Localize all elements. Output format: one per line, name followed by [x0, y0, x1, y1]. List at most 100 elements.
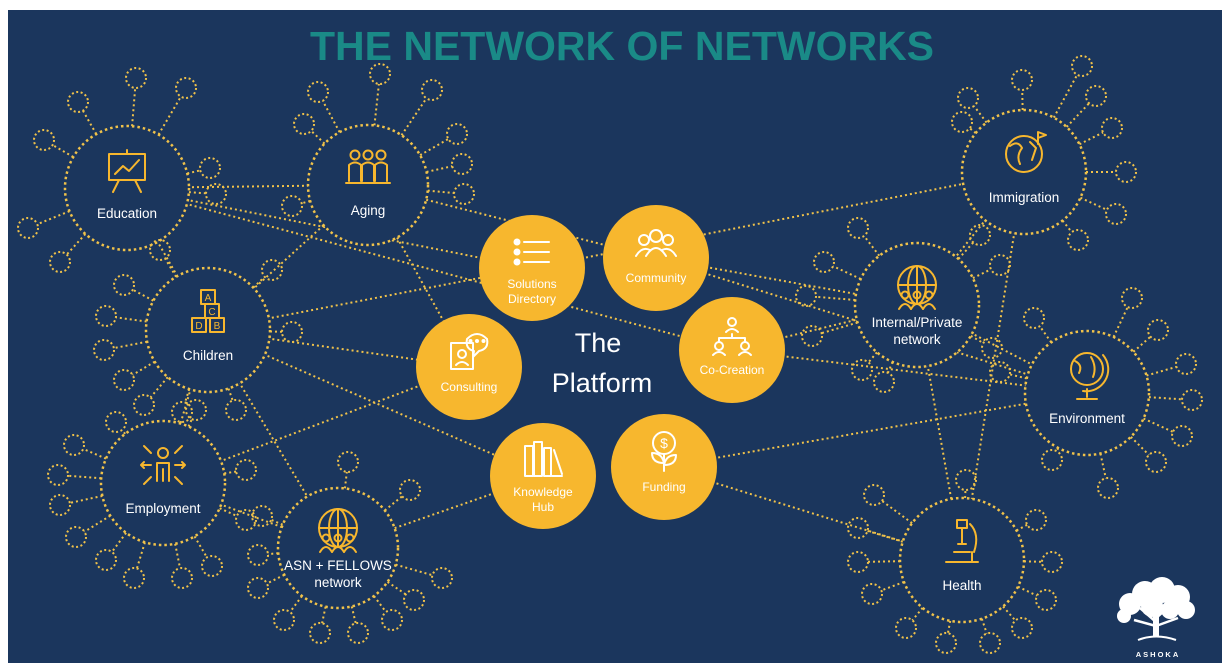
satellite-node — [1035, 589, 1057, 611]
hub-label: Health — [942, 578, 981, 593]
satellite-node — [93, 339, 115, 361]
satellite-spoke — [227, 388, 234, 401]
satellite-node — [957, 87, 979, 109]
connector-line — [531, 171, 1025, 269]
satellite-node — [225, 399, 247, 421]
satellite-spoke — [343, 471, 348, 489]
satellite-spoke — [115, 316, 147, 323]
satellite-node — [133, 394, 155, 416]
satellite-node — [873, 371, 895, 393]
satellite-node — [399, 479, 421, 501]
service-disc — [416, 314, 522, 420]
service-label: Directory — [508, 292, 556, 306]
satellite-spoke — [821, 321, 858, 335]
satellite-spoke — [83, 514, 111, 533]
globe-people-icon — [318, 508, 358, 553]
satellite-spoke — [815, 295, 856, 301]
desk-globe-icon — [1070, 352, 1110, 400]
satellite-spoke — [1017, 585, 1038, 597]
satellite-node — [381, 609, 403, 631]
service-funding: $Funding — [611, 414, 717, 520]
satellite-node — [105, 411, 127, 433]
satellite-node — [847, 217, 869, 239]
satellite-node — [1115, 161, 1137, 183]
satellite-spoke — [887, 361, 894, 374]
satellite-node — [309, 622, 331, 644]
satellite-node — [123, 567, 145, 589]
satellite-spoke — [1065, 102, 1090, 128]
satellite-spoke — [266, 573, 285, 585]
service-label: Community — [626, 271, 687, 285]
satellite-node — [235, 459, 257, 481]
satellite-node — [247, 577, 269, 599]
satellite-spoke — [188, 191, 207, 195]
satellite-node — [185, 399, 207, 421]
satellite-node — [125, 67, 147, 89]
satellite-node — [1041, 449, 1063, 471]
world-map-icon — [1005, 131, 1047, 173]
satellite-spoke — [224, 470, 237, 475]
hub-label: network — [314, 575, 362, 590]
satellite-node — [1067, 229, 1089, 251]
satellite-node — [813, 251, 835, 273]
satellite-spoke — [131, 87, 137, 127]
satellite-spoke — [132, 288, 154, 302]
hub-ring — [898, 496, 1026, 624]
satellite-node — [251, 505, 273, 527]
service-disc — [479, 215, 585, 321]
satellite-node — [235, 509, 257, 531]
satellite-spoke — [427, 189, 455, 195]
satellite-spoke — [187, 169, 201, 175]
svg-text:C: C — [208, 307, 215, 318]
satellite-spoke — [426, 165, 453, 173]
hub-ring — [144, 266, 272, 394]
person-arrows-icon — [140, 445, 186, 485]
satellite-spoke — [980, 618, 988, 634]
satellite-node — [795, 285, 817, 307]
satellite-spoke — [1061, 219, 1073, 233]
svg-text:A: A — [205, 293, 212, 304]
service-label: Funding — [642, 480, 685, 494]
satellite-spoke — [219, 507, 238, 517]
satellite-node — [453, 183, 475, 205]
connector-line — [207, 329, 470, 368]
satellite-node — [989, 361, 1011, 383]
community-people-icon — [635, 229, 677, 257]
satellite-spoke — [395, 563, 433, 577]
satellite-node — [989, 254, 1011, 276]
satellite-spoke — [1130, 436, 1150, 456]
satellite-node — [979, 632, 1001, 654]
hub-ring — [306, 123, 430, 247]
service-disc — [603, 205, 709, 311]
satellite-node — [1105, 203, 1127, 225]
satellite-spoke — [193, 535, 208, 558]
satellite-node — [1171, 425, 1193, 447]
satellite-node — [1121, 287, 1143, 309]
satellite-node — [347, 622, 369, 644]
satellite-node — [1147, 319, 1169, 341]
satellite-node — [95, 549, 117, 571]
service-consulting: Consulting — [416, 314, 522, 420]
satellite-node — [847, 517, 869, 539]
ashoka-logo: ASHOKA — [1117, 577, 1195, 659]
satellite-node — [1041, 551, 1063, 573]
satellite-spoke — [82, 110, 98, 135]
satellite-spoke — [970, 334, 984, 344]
satellite-node — [1145, 451, 1167, 473]
service-disc — [679, 297, 785, 403]
satellite-spoke — [373, 595, 387, 613]
satellite-node — [113, 274, 135, 296]
satellite-node — [951, 111, 973, 133]
satellite-node — [369, 63, 391, 85]
satellite-spoke — [69, 494, 103, 504]
satellite-spoke — [1148, 396, 1183, 401]
satellite-node — [451, 153, 473, 175]
connector-line — [961, 171, 1025, 561]
satellite-node — [969, 224, 991, 246]
satellite-node — [49, 494, 71, 516]
satellite-node — [1101, 117, 1123, 139]
satellite-spoke — [973, 105, 988, 124]
satellite-spoke — [82, 448, 107, 460]
hub-label: ASN + FELLOWS — [284, 558, 392, 573]
